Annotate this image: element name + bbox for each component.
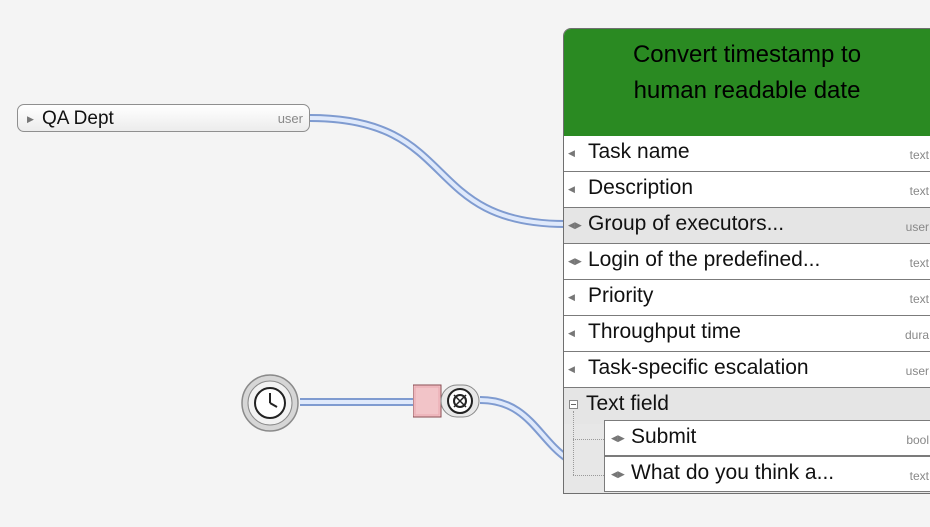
field-label: Group of executors...	[588, 212, 785, 235]
subfield-label: What do you think a...	[631, 461, 835, 484]
field-label: Task-specific escalation	[588, 356, 809, 379]
field-label: Description	[588, 176, 694, 199]
subfield-row-question[interactable]: ◀▶ What do you think a... text	[604, 456, 930, 492]
subfield-type: bool	[906, 433, 929, 447]
variable-node-qa-dept[interactable]: ▶ QA Dept user	[17, 104, 310, 132]
field-row-group-of-executors[interactable]: ◀▶ Group of executors... user	[564, 208, 930, 244]
inout-port-icon[interactable]: ◀▶	[568, 256, 582, 266]
subfield-label: Submit	[631, 425, 697, 448]
field-type: user	[905, 364, 929, 378]
tree-connector	[573, 475, 604, 476]
task-header[interactable]: Convert timestamp to human readable date	[564, 29, 930, 137]
field-label: Throughput time	[588, 320, 741, 343]
field-type: text	[909, 148, 929, 162]
field-label: Priority	[588, 284, 654, 307]
field-row-throughput-time[interactable]: ◀ Throughput time dura	[564, 316, 930, 352]
timer-node[interactable]	[240, 373, 300, 433]
clock-icon	[241, 374, 299, 432]
in-port-icon[interactable]: ◀	[568, 292, 575, 302]
field-type: text	[909, 184, 929, 198]
group-label: Text field	[586, 392, 669, 415]
field-type: text	[909, 256, 929, 270]
in-port-icon[interactable]: ◀	[568, 184, 575, 194]
gear-icon	[412, 384, 480, 418]
inout-port-icon[interactable]: ◀▶	[611, 469, 625, 479]
inout-port-icon[interactable]: ◀▶	[611, 433, 625, 443]
field-label: Login of the predefined...	[588, 248, 821, 271]
variable-label: QA Dept	[42, 108, 114, 129]
in-port-icon[interactable]: ◀	[568, 148, 575, 158]
inout-port-icon[interactable]: ◀▶	[568, 220, 582, 230]
expand-arrow-icon[interactable]: ▶	[27, 114, 34, 124]
field-row-login[interactable]: ◀▶ Login of the predefined... text	[564, 244, 930, 280]
converter-node[interactable]	[412, 384, 481, 418]
field-type: dura	[904, 328, 929, 342]
task-node[interactable]: Convert timestamp to human readable date…	[563, 28, 930, 494]
field-row-priority[interactable]: ◀ Priority text	[564, 280, 930, 316]
field-label: Task name	[588, 140, 690, 163]
in-port-icon[interactable]: ◀	[568, 328, 575, 338]
in-port-icon[interactable]: ◀	[568, 364, 575, 374]
field-row-task-name[interactable]: ◀ Task name text	[564, 136, 930, 172]
field-row-description[interactable]: ◀ Description text	[564, 172, 930, 208]
field-type: user	[905, 220, 929, 234]
tree-connector	[573, 411, 574, 475]
collapse-icon[interactable]	[569, 400, 578, 409]
field-row-escalation[interactable]: ◀ Task-specific escalation user	[564, 352, 930, 388]
tree-connector	[573, 439, 604, 440]
group-row-text-field[interactable]: Text field	[564, 388, 930, 424]
field-type: text	[909, 292, 929, 306]
subfield-row-submit[interactable]: ◀▶ Submit bool	[604, 420, 930, 456]
task-title: Convert timestamp to human readable date	[632, 41, 862, 104]
variable-type: user	[277, 111, 303, 126]
subfield-type: text	[909, 469, 929, 483]
